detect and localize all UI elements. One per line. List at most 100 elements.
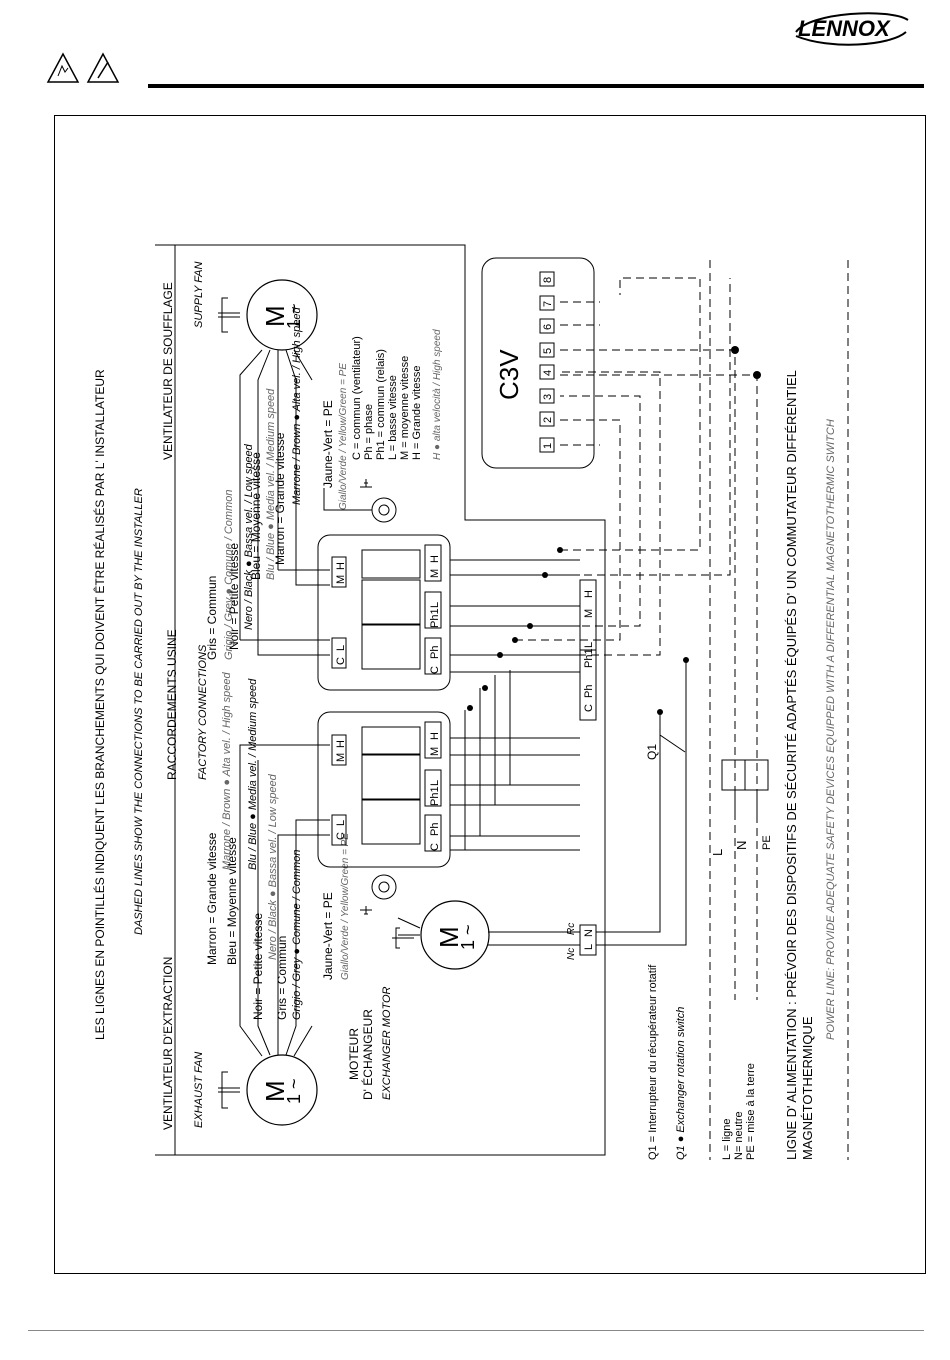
supply-wire-3-en: Blu / Blue ● Media vel. / Medium speed (265, 388, 277, 580)
supply-wire-4-en: Marrone / Brown ● Alta vel. / High speed (291, 307, 303, 505)
exhaust-motor-icon: M 1 ~ (218, 1054, 318, 1126)
svg-text:L: L (583, 944, 595, 950)
factory-en: FACTORY CONNECTIONS (197, 644, 209, 780)
svg-text:2: 2 (542, 417, 554, 423)
exhaust-wire-2-fr: Bleu = Moyenne vitesse (225, 837, 239, 965)
supply-letter-n: N (734, 841, 749, 850)
svg-text:Ph1: Ph1 (429, 608, 441, 628)
exchanger-motor-icon: M 1 ~ (392, 900, 490, 970)
factory-fr: RACCORDEMENTS USINE (165, 629, 179, 780)
c3v-terminals: 1 2 3 4 5 6 7 8 (539, 271, 555, 453)
q1-label: Q1 (645, 744, 659, 760)
legend-2: Ph = phase (363, 404, 375, 460)
supply-wire-1-fr: Gris = Commun (205, 576, 219, 660)
svg-text:1: 1 (542, 443, 554, 449)
supply-earth-en: Giallo/Verde / Yellow/Green = PE (338, 363, 349, 510)
svg-text:8: 8 (542, 277, 554, 283)
hand-warning-icon (46, 52, 80, 84)
supply-fan-en: SUPPLY FAN (193, 262, 205, 328)
exhaust-fan-fr: VENTILATEUR D'EXTRACTION (161, 957, 175, 1130)
legend-3: Ph1 = commun (relais) (375, 349, 387, 460)
svg-text:C: C (583, 704, 595, 712)
relay-exhaust: C L M H C Ph Ph1 L M H (317, 711, 451, 868)
svg-text:Ph1: Ph1 (583, 648, 595, 668)
terminal-strip: C Ph Ph1 L M H (579, 579, 597, 721)
lennox-logo: LENNOX (790, 6, 912, 50)
power-note-fr-1: LIGNE D' ALIMENTATION : PRÉVOIR DES DISP… (784, 370, 799, 1160)
svg-text:Ph: Ph (583, 685, 595, 698)
svg-text:C: C (335, 832, 347, 840)
electrical-warning-icon (86, 52, 120, 84)
brand-name: LENNOX (798, 16, 891, 41)
supply-letter-pe: PE (761, 835, 773, 850)
svg-text:3: 3 (542, 394, 554, 400)
supply-wire-3-fr: Bleu = Moyenne vitesse (249, 452, 263, 580)
exhaust-earth-icon: Jaune-Vert = PE Giallo/Verde / Yellow/Gr… (321, 833, 397, 980)
svg-text:N: N (583, 929, 595, 937)
legend-6: H = Grande vitesse (411, 366, 423, 460)
nc-label: Nc (566, 948, 577, 960)
switch-note-fr: Q1 = Interrupteur du récupérateur rotati… (647, 964, 659, 1160)
supply-earth-icon: Jaune-Vert = PE Giallo/Verde / Yellow/Gr… (321, 363, 397, 523)
svg-text:M: M (335, 575, 347, 584)
svg-text:H: H (429, 555, 441, 563)
svg-text:M: M (260, 1080, 290, 1102)
svg-text:L: L (429, 780, 441, 786)
svg-text:5: 5 (542, 348, 554, 354)
svg-text:M: M (429, 569, 441, 578)
svg-text:M: M (429, 747, 441, 756)
c3v-controller: C3V (481, 257, 595, 469)
rc-label: Rc (566, 923, 577, 935)
exchanger-fr-1: MOTEUR (347, 1028, 361, 1080)
svg-text:6: 6 (542, 324, 554, 330)
svg-text:H: H (429, 732, 441, 740)
svg-text:L: L (429, 602, 441, 608)
exchanger-en: EXCHANGER MOTOR (381, 986, 393, 1100)
supply-wire-4-fr: Marron = Grande vitesse (273, 432, 287, 565)
svg-text:Ph: Ph (429, 823, 441, 836)
supply-legend-n: N= neutre (733, 1111, 745, 1160)
supply-wire-2-fr: Noir = Petite vitesse (227, 543, 241, 650)
exhaust-wire-4-en: Grigio / Grey ● Comune / Common (291, 850, 303, 1020)
q1-switch-icon: Q1 (645, 712, 686, 932)
relay-supply: C L M H C Ph Ph1 L M H (317, 534, 451, 691)
supply-motor-icon: M 1 ~ (218, 279, 318, 351)
title-fr: LES LIGNES EN POINTILLÉS INDIQUENT LES B… (92, 369, 107, 1040)
c3v-label: C3V (494, 349, 524, 400)
header-rule (148, 84, 924, 88)
switch-note-en: Q1 ● Exchanger rotation switch (675, 1007, 687, 1160)
legend-4: L = basse vitesse (387, 375, 399, 460)
supply-earth-fr: Jaune-Vert = PE (321, 400, 335, 488)
svg-text:1 ~: 1 ~ (284, 303, 304, 329)
exhaust-wire-3-en: Nero / Black ● Bassa vel. / Low speed (267, 773, 279, 960)
supply-legend-l: L = ligne (721, 1119, 733, 1161)
svg-text:L: L (335, 645, 347, 651)
svg-text:H: H (335, 740, 347, 748)
exhaust-wire-2-en: Blu / Blue ● Media vel. / Medium speed (247, 678, 259, 870)
supply-wire-1-en: Grigio / Grey ● Comune / Common (223, 490, 235, 660)
svg-text:M: M (434, 926, 464, 948)
exchanger-fr-2: D' ÉCHANGEUR (360, 1009, 375, 1100)
supply-legend-pe: PE = mise à la terre (745, 1063, 757, 1160)
svg-text:M: M (260, 305, 290, 327)
legend-1: C = commun (ventilateur) (351, 336, 363, 460)
svg-text:L: L (335, 820, 347, 826)
svg-text:H: H (335, 562, 347, 570)
breaker-icon: L N PE (710, 759, 773, 856)
exhaust-wire-4-fr: Gris = Commun (275, 936, 289, 1020)
supply-fan-fr: VENTILATEUR DE SOUFFLAGE (161, 282, 175, 460)
svg-text:1 ~: 1 ~ (284, 1078, 304, 1104)
power-note-fr-2: MAGNÉTOTHERMIQUE (800, 1016, 815, 1160)
supply-letter-l: L (710, 849, 725, 856)
svg-text:4: 4 (542, 370, 554, 376)
exhaust-wire-1-fr: Marron = Grande vitesse (205, 832, 219, 965)
svg-text:C: C (429, 843, 441, 851)
title-en: DASHED LINES SHOW THE CONNECTIONS TO BE … (133, 488, 145, 935)
svg-text:1 ~: 1 ~ (458, 924, 478, 950)
supply-wire-2-en: Nero / Black ● Bassa vel. / Low speed (243, 443, 255, 630)
svg-text:H: H (583, 590, 595, 598)
svg-text:L: L (583, 642, 595, 648)
svg-text:Ph: Ph (429, 646, 441, 659)
exhaust-earth-en: Giallo/Verde / Yellow/Green = PE (340, 833, 351, 980)
